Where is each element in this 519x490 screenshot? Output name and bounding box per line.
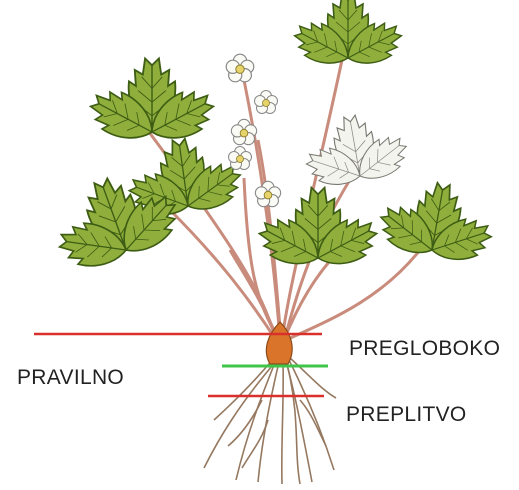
roots: [204, 358, 336, 484]
flowers: [226, 54, 280, 206]
label-too-shallow: PREPLITVO: [346, 403, 467, 427]
leaf-right: [368, 173, 506, 278]
label-too-deep: PREGLOBOKO: [349, 337, 500, 361]
leaf-top-right: [289, 0, 408, 74]
label-correct: PRAVILNO: [17, 366, 124, 390]
